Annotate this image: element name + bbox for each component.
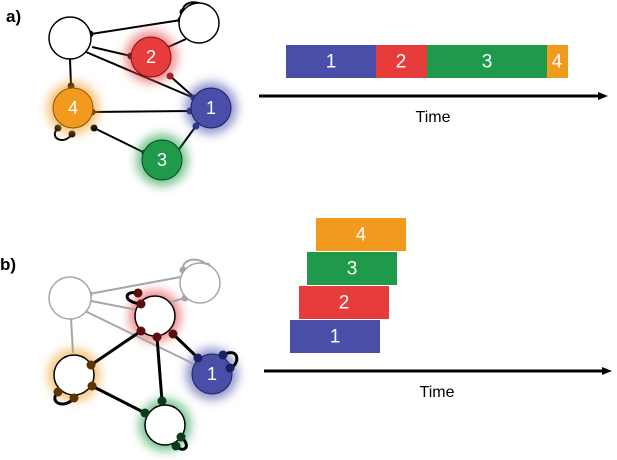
dot bbox=[53, 387, 63, 397]
dot bbox=[140, 408, 150, 418]
task-bar-b-1 bbox=[290, 320, 380, 353]
edge-b-node4-node3 bbox=[91, 384, 146, 415]
node-a-4 bbox=[52, 87, 94, 129]
task-bar-b-3 bbox=[307, 252, 397, 285]
edge-b-node2-node1 bbox=[171, 332, 200, 360]
edge-a-white1-white2 bbox=[90, 19, 182, 35]
dot bbox=[176, 432, 186, 442]
panel-a: a) bbox=[6, 1, 608, 186]
task-bar-a-2-label: 2 bbox=[396, 52, 407, 73]
faded-edge bbox=[88, 275, 187, 295]
dot bbox=[133, 288, 143, 298]
node-a-1-label: 1 bbox=[206, 98, 216, 118]
task-bar-b-1-label: 1 bbox=[330, 327, 341, 348]
node-b-1-label: 1 bbox=[207, 364, 217, 384]
dot bbox=[136, 326, 146, 336]
node-a-3 bbox=[141, 139, 183, 181]
dot bbox=[157, 396, 167, 406]
task-bar-b-4 bbox=[316, 218, 406, 251]
task-bar-a-4 bbox=[547, 45, 568, 78]
edge-b-node2-node3 bbox=[155, 336, 164, 402]
time-label-b: Time bbox=[420, 384, 455, 401]
dot bbox=[171, 441, 181, 451]
task-bar-a-4-label: 4 bbox=[552, 52, 563, 73]
dot bbox=[218, 350, 228, 360]
task-bar-b-3-label: 3 bbox=[347, 259, 358, 280]
dot bbox=[86, 360, 96, 370]
edge-a-node4-node1 bbox=[91, 110, 191, 113]
dot bbox=[87, 381, 97, 391]
dot bbox=[90, 124, 98, 132]
panel-a-label: a) bbox=[6, 7, 21, 26]
dot bbox=[193, 353, 203, 363]
node-a-2-label: 2 bbox=[146, 47, 156, 67]
task-bar-b-4-label: 4 bbox=[356, 225, 367, 246]
task-bar-a-2 bbox=[376, 45, 427, 78]
white-node-b-right bbox=[179, 262, 221, 304]
task-bar-b-2 bbox=[299, 286, 389, 319]
white-node-a-left bbox=[48, 16, 92, 60]
faded-edge bbox=[70, 317, 74, 354]
dot bbox=[152, 332, 162, 342]
panel-b-label: b) bbox=[0, 255, 16, 274]
active-dots-b bbox=[53, 288, 235, 451]
dot bbox=[69, 393, 79, 403]
faded-edge bbox=[84, 310, 199, 367]
white-node-a-right bbox=[178, 2, 220, 44]
panel-b: b) bbox=[0, 218, 612, 451]
network-b: 1 bbox=[48, 258, 239, 451]
dot bbox=[168, 329, 178, 339]
dot bbox=[225, 363, 235, 373]
task-bar-a-3 bbox=[427, 45, 547, 78]
task-bar-a-1-label: 1 bbox=[326, 52, 337, 73]
node-a-3-label: 3 bbox=[157, 150, 167, 170]
node-b-1 bbox=[191, 353, 233, 395]
dot bbox=[136, 299, 146, 309]
timeline-a: 1 2 3 4 Time bbox=[259, 45, 608, 126]
faded-edge bbox=[90, 300, 139, 311]
edge-a-white1-node2 bbox=[91, 46, 132, 57]
node-a-4-label: 4 bbox=[68, 98, 78, 118]
white-node-b-left bbox=[48, 276, 92, 320]
node-a-2 bbox=[130, 36, 172, 78]
task-bar-a-1 bbox=[286, 45, 376, 78]
node-a-1 bbox=[190, 87, 232, 129]
time-label-a: Time bbox=[416, 109, 451, 126]
faded-edges-b bbox=[70, 258, 208, 367]
task-bar-a-3-label: 3 bbox=[482, 52, 493, 73]
timeline-b: 4 3 2 1 Time bbox=[264, 218, 612, 401]
task-bar-b-2-label: 2 bbox=[339, 293, 350, 314]
edge-b-node2-node4 bbox=[90, 329, 142, 367]
edge-a-white1-node4 bbox=[69, 58, 72, 87]
network-a: 2 1 4 3 bbox=[47, 1, 237, 186]
edge-a-node4-node3 bbox=[93, 127, 146, 154]
node-b-3 bbox=[144, 404, 186, 446]
nodes-a: 2 1 4 3 bbox=[47, 2, 237, 186]
